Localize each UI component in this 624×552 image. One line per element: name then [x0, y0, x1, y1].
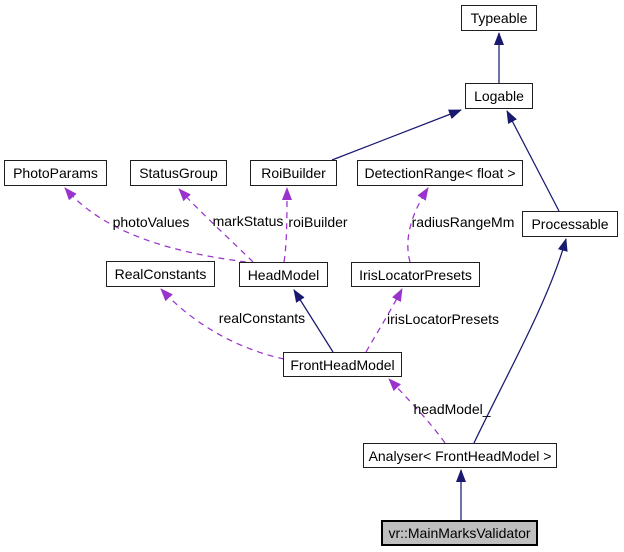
node-irislocatorpresets[interactable]: IrisLocatorPresets: [351, 262, 480, 287]
node-typeable[interactable]: Typeable: [461, 5, 537, 31]
node-headmodel[interactable]: HeadModel: [239, 262, 328, 287]
node-analyser[interactable]: Analyser< FrontHeadModel >: [363, 443, 557, 468]
node-statusgroup[interactable]: StatusGroup: [130, 160, 227, 186]
edge-roibuilder-logable: [331, 109, 462, 161]
node-roibuilder[interactable]: RoiBuilder: [250, 160, 337, 186]
node-frontheadmodel[interactable]: FrontHeadModel: [283, 352, 402, 377]
node-processable[interactable]: Processable: [522, 211, 618, 237]
node-photoparams[interactable]: PhotoParams: [4, 160, 107, 186]
edge-analyser-processable: [473, 238, 568, 444]
edge-analyser-frontheadmodel: [388, 378, 446, 444]
edge-headmodel-roibuilder: [281, 187, 292, 263]
edge-headmodel-photoparams: [64, 187, 247, 263]
node-detectionrange[interactable]: DetectionRange< float >: [357, 160, 523, 186]
edge-headmodel-statusgroup: [178, 188, 254, 263]
node-mainmarksvalidator: vr::MainMarksValidator: [381, 520, 538, 546]
node-realconstants[interactable]: RealConstants: [106, 261, 215, 287]
edge-processable-logable: [506, 110, 560, 212]
node-logable[interactable]: Logable: [465, 83, 533, 109]
edge-frontheadmodel-headmodel: [293, 289, 334, 353]
edge-frontheadmodel-realconstants: [160, 288, 285, 360]
edge-frontheadmodel-irislocatorpresets: [365, 288, 403, 353]
edge-irislocatorpresets-detectionrange: [407, 187, 429, 263]
